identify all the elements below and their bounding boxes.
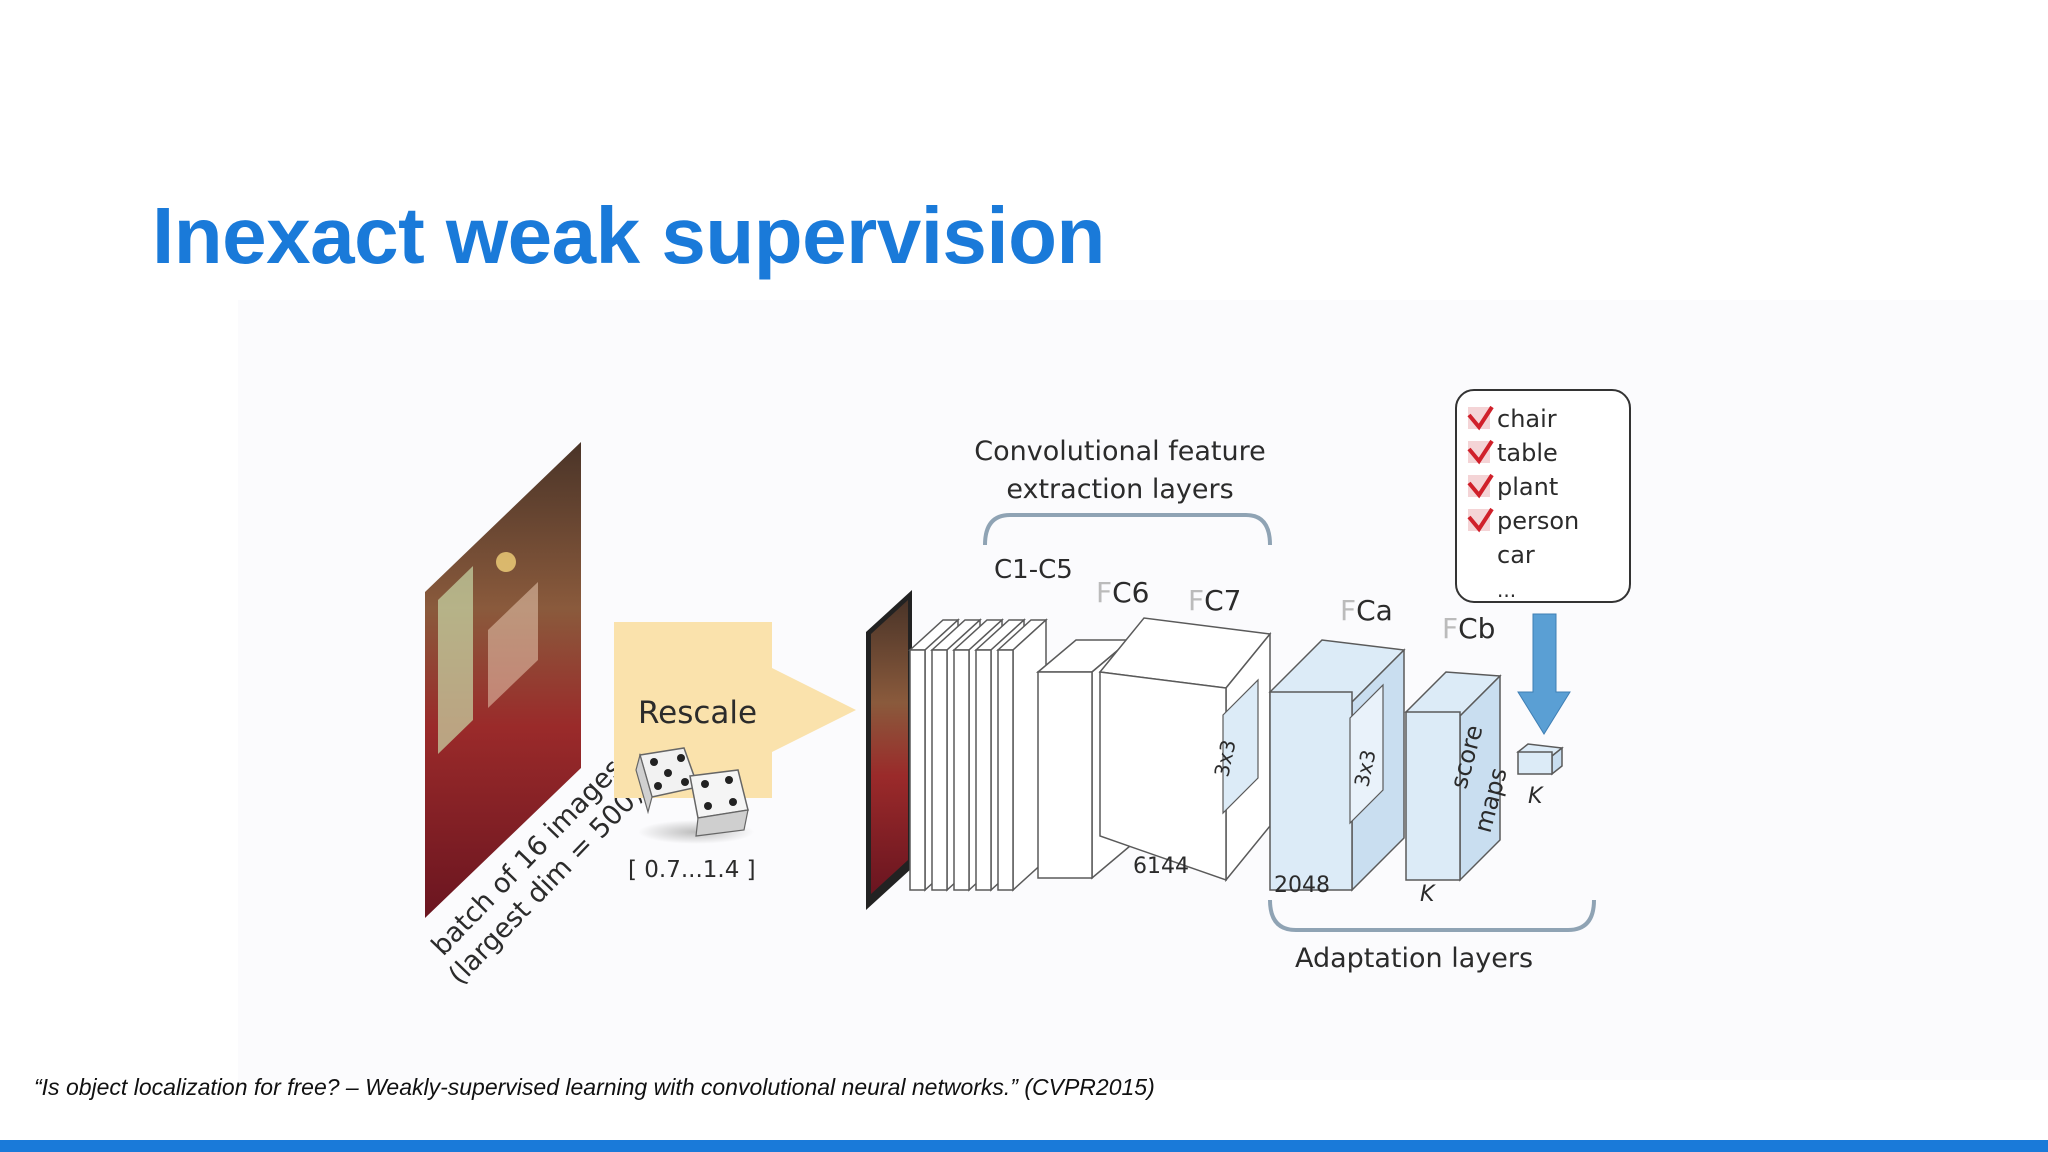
figure-panel: batch of 16 images (largest dim = 500) R… (238, 300, 2048, 1080)
fca-block (1268, 639, 1406, 892)
conv-group-label-line2: extraction layers (1006, 474, 1233, 505)
layer-fca-label: FCa (1340, 594, 1393, 627)
output-vector (1516, 743, 1564, 776)
input-image-batch (425, 442, 581, 918)
layer-c1-c5-label: C1-C5 (994, 555, 1073, 585)
layer-fcb-label: FCb (1442, 612, 1495, 645)
supervision-arrow (1517, 613, 1571, 735)
network-input-image (866, 590, 912, 910)
checkmark-icon (1467, 405, 1494, 431)
image-label-text: ... (1497, 578, 1516, 602)
dice-icon (635, 747, 754, 844)
dim-6144-label: 6144 (1133, 854, 1189, 879)
fcb-score-maps-block (1404, 671, 1502, 882)
image-label-text: plant (1497, 473, 1558, 501)
network-diagram: batch of 16 images (largest dim = 500) R… (425, 389, 1631, 991)
conv-group-label-line1: Convolutional feature (974, 436, 1265, 467)
conv-layers-c1-c5 (908, 618, 1048, 892)
image-label-item: chair (1467, 405, 1557, 433)
image-labels-box (1455, 389, 1631, 603)
bottom-accent-bar (0, 1140, 2048, 1152)
rescale-range: [ 0.7...1.4 ] (628, 857, 756, 883)
dim-2048-label: 2048 (1274, 873, 1330, 898)
image-label-text: table (1497, 439, 1558, 467)
image-label-item: table (1467, 439, 1558, 467)
image-label-text: car (1497, 541, 1535, 569)
rescale-label: Rescale (638, 695, 757, 731)
image-label-item: person (1467, 507, 1579, 535)
image-label-text: person (1497, 507, 1579, 535)
slide-title: Inexact weak supervision (152, 191, 1105, 280)
checkmark-icon (1467, 473, 1494, 499)
citation: “Is object localization for free? – Weak… (34, 1074, 1155, 1100)
checkmark-icon (1467, 439, 1494, 465)
layer-fc6-label: FC6 (1096, 576, 1149, 609)
dim-k-output-label: K (1528, 784, 1544, 809)
conv-group-bracket (983, 513, 1272, 546)
image-labels-list: chair table plant person car... (1467, 405, 1579, 602)
image-label-item: plant (1467, 473, 1558, 501)
checkmark-icon (1467, 507, 1494, 533)
image-label-item: car (1497, 541, 1535, 569)
dim-k-fcb-label: K (1420, 882, 1436, 907)
image-label-text: chair (1497, 405, 1557, 433)
adaptation-label: Adaptation layers (1295, 943, 1533, 974)
fc7-block (1098, 617, 1272, 883)
layer-fc7-label: FC7 (1188, 584, 1241, 617)
image-label-item: ... (1497, 578, 1516, 602)
adaptation-bracket (1268, 899, 1596, 932)
